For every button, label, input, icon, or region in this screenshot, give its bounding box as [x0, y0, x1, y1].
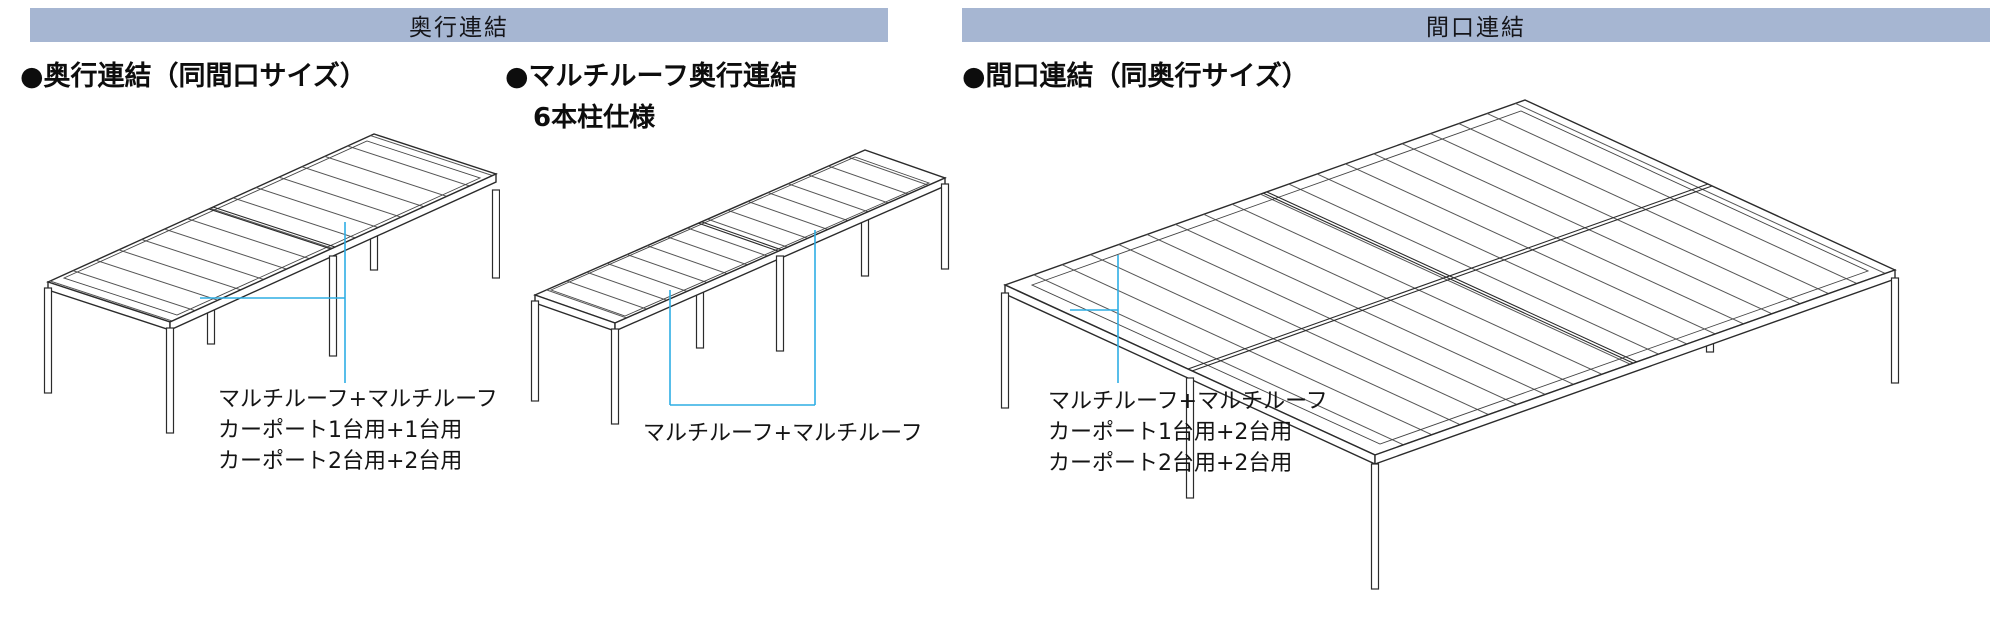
support-post-front	[43, 189, 500, 434]
header-bar-width-join: 間口連結	[962, 8, 1990, 42]
caption-width-join: マルチルーフ+マルチルーフ カーポート1台用+2台用 カーポート2台用+2台用	[1048, 386, 1328, 479]
support-post-front	[1000, 277, 1900, 590]
support-post-front	[530, 183, 950, 425]
joint-seam	[697, 221, 783, 252]
caption-line: カーポート2台用+2台用	[1048, 451, 1293, 476]
cross-beam	[1262, 191, 1638, 364]
section-subtitle: 6本柱仕様	[533, 103, 656, 133]
caption-line: カーポート1台用+2台用	[1048, 420, 1293, 445]
carport-illustration-multiroof-depth-join	[530, 149, 950, 425]
section-title-width-join: ●間口連結（同奥行サイズ）	[962, 61, 1309, 92]
caption-line: カーポート1台用+1台用	[218, 418, 463, 443]
caption-line: マルチルーフ+マルチルーフ	[1048, 389, 1328, 414]
header-bar-depth-join: 奥行連結	[30, 8, 888, 42]
header-label-width-join: 間口連結	[1426, 15, 1526, 41]
carport-illustration-depth-join	[43, 133, 500, 434]
caption-line: マルチルーフ+マルチルーフ	[218, 387, 498, 412]
carport-illustration-width-join	[1000, 99, 1900, 590]
section-title-text: ●マルチルーフ奥行連結	[505, 61, 797, 92]
caption-line: カーポート2台用+2台用	[218, 449, 463, 474]
section-title-multiroof-depth-join: ●マルチルーフ奥行連結 6本柱仕様	[505, 54, 797, 134]
callout-line	[200, 222, 346, 383]
roof-panel	[1003, 99, 1897, 466]
joint-seam	[1187, 183, 1713, 372]
caption-multiroof-depth-join: マルチルーフ+マルチルーフ	[643, 418, 923, 449]
roof-panel	[46, 133, 498, 332]
joint-seam	[208, 206, 336, 250]
section-title-depth-join: ●奥行連結（同間口サイズ）	[20, 61, 367, 92]
caption-line: マルチルーフ+マルチルーフ	[643, 421, 923, 446]
callout-line	[669, 230, 816, 406]
caption-depth-join: マルチルーフ+マルチルーフ カーポート1台用+1台用 カーポート2台用+2台用	[218, 384, 498, 477]
roof-panel	[533, 149, 947, 333]
header-label-depth-join: 奥行連結	[409, 15, 509, 41]
callout-line	[1070, 255, 1119, 383]
